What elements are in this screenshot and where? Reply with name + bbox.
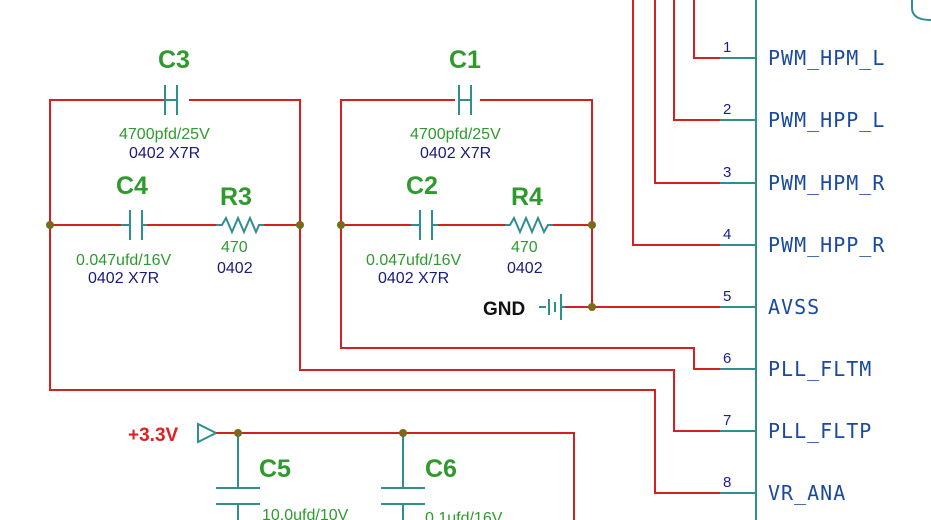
- c1-symbol: [458, 85, 472, 115]
- gnd-label: GND: [483, 299, 525, 320]
- net-left-mid: [299, 225, 720, 432]
- ground-symbol: [539, 294, 565, 320]
- junction-dot: [337, 221, 345, 229]
- c2-ref: C2: [406, 172, 438, 200]
- r3-value: 470: [221, 239, 248, 256]
- c1-ref: C1: [449, 46, 481, 74]
- pin-name: PLL_FLTM: [768, 357, 872, 381]
- junction-dot: [399, 429, 407, 437]
- c3-value: 4700pfd/25V: [119, 126, 210, 143]
- junction-dot: [46, 221, 54, 229]
- c2-symbol: [411, 210, 438, 240]
- net-pin1: [693, 0, 720, 59]
- pin-name: PWM_HPM_R: [768, 171, 885, 195]
- power-port-symbol: [197, 422, 219, 444]
- junction-dot: [588, 221, 596, 229]
- net-gnd: [565, 225, 720, 308]
- r4-ref: R4: [511, 183, 543, 211]
- c5-symbol: [216, 487, 260, 505]
- pin-name: PWM_HPM_L: [768, 46, 885, 70]
- pin-name: VR_ANA: [768, 481, 846, 505]
- pin-name: PLL_FLTP: [768, 419, 872, 443]
- c5-ref: C5: [259, 455, 291, 483]
- pin-number: 8: [723, 474, 731, 491]
- c3-symbol: [164, 85, 178, 115]
- net-pin4: [632, 0, 720, 246]
- c2-package: 0402 X7R: [378, 270, 449, 287]
- net-pin2: [673, 0, 720, 121]
- c2-value: 0.047ufd/16V: [366, 252, 462, 269]
- c3-ref: C3: [158, 46, 190, 74]
- junction-dot: [234, 429, 242, 437]
- pin-name: AVSS: [768, 295, 820, 319]
- c4-value: 0.047ufd/16V: [76, 252, 172, 269]
- junction-dot: [296, 221, 304, 229]
- c4-package: 0402 X7R: [88, 270, 159, 287]
- pin-number: 7: [723, 412, 731, 429]
- net-left-bottom: [49, 225, 720, 494]
- r4-value: 470: [511, 239, 538, 256]
- c6-ref: C6: [425, 455, 457, 483]
- pin-stubs: [720, 57, 756, 494]
- junction-dot: [588, 303, 596, 311]
- power-net-label: +3.3V: [128, 425, 179, 446]
- c1-package: 0402 X7R: [420, 145, 491, 162]
- r4-package: 0402: [507, 260, 543, 277]
- ic-body-outline: [755, 0, 931, 520]
- net-right-mid: [340, 225, 720, 370]
- r4-symbol: [505, 215, 553, 235]
- net-3v3: [216, 432, 575, 520]
- pin-number: 2: [723, 101, 731, 118]
- r3-ref: R3: [220, 183, 252, 211]
- c4-ref: C4: [116, 172, 148, 200]
- c6-symbol: [381, 487, 425, 505]
- c6-value: 0.1ufd/16V: [425, 510, 503, 520]
- net-c1-top: [340, 99, 593, 225]
- c1-value: 4700pfd/25V: [410, 126, 501, 143]
- net-pin3: [654, 0, 720, 184]
- r3-symbol: [216, 215, 264, 235]
- pin-number: 3: [723, 164, 731, 181]
- pin-number: 5: [723, 288, 731, 305]
- c4-symbol: [121, 210, 147, 240]
- net-c3-top: [49, 99, 301, 225]
- r3-package: 0402: [217, 260, 253, 277]
- c3-package: 0402 X7R: [129, 145, 200, 162]
- pin-number: 4: [723, 226, 731, 243]
- pin-number: 1: [723, 39, 731, 56]
- pin-number: 6: [723, 350, 731, 367]
- pin-name: PWM_HPP_L: [768, 108, 885, 132]
- pin-name: PWM_HPP_R: [768, 233, 885, 257]
- c5-value: 10.0ufd/10V: [262, 507, 349, 520]
